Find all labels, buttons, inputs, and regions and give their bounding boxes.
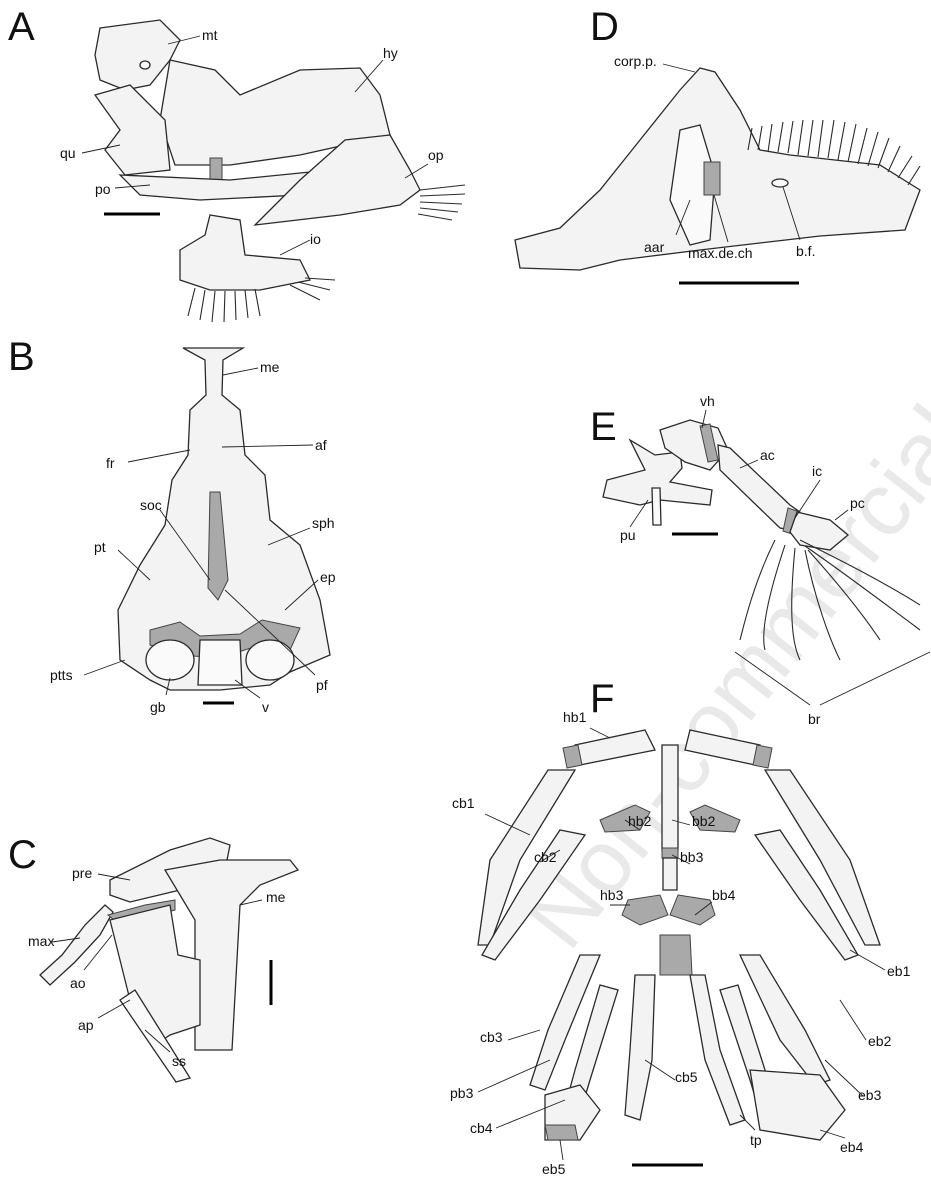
panel-f-letter: F bbox=[590, 677, 614, 721]
interopercle-bone bbox=[180, 215, 310, 290]
label-hb1: hb1 bbox=[563, 709, 587, 725]
label-pc: pc bbox=[850, 495, 865, 511]
ceratobranchial-5-left bbox=[625, 975, 655, 1120]
label-eb3: eb3 bbox=[858, 1087, 882, 1103]
label-eb5: eb5 bbox=[542, 1161, 566, 1177]
hb1-cartilage-right bbox=[753, 745, 772, 768]
label-tp: tp bbox=[750, 1132, 762, 1148]
hb3-left bbox=[622, 895, 668, 925]
panel-a-letter: A bbox=[8, 5, 35, 49]
label-ac: ac bbox=[760, 447, 775, 463]
panel-c: C pre me max ao ap ss bbox=[8, 833, 298, 1082]
label-me: me bbox=[260, 359, 280, 375]
vertebra bbox=[198, 640, 242, 685]
pubis-spine bbox=[652, 488, 661, 525]
label-cb1: cb1 bbox=[452, 795, 475, 811]
label-gb: gb bbox=[150, 699, 166, 715]
quadrate-bone bbox=[95, 85, 170, 175]
label-io: io bbox=[310, 231, 321, 247]
basibranchial-2 bbox=[662, 745, 678, 850]
label-qu: qu bbox=[60, 145, 76, 161]
gas-bladder-bulla-right bbox=[246, 640, 294, 680]
label-br: br bbox=[808, 711, 821, 727]
label-ic: ic bbox=[812, 463, 822, 479]
panel-d-letter: D bbox=[590, 5, 619, 49]
label-pt: pt bbox=[94, 539, 106, 555]
basibranchial-4 bbox=[660, 935, 692, 975]
label-op: op bbox=[428, 147, 444, 163]
panel-c-letter: C bbox=[8, 833, 37, 877]
label-pu: pu bbox=[620, 527, 636, 543]
label-pre: pre bbox=[72, 865, 92, 881]
label-ss: ss bbox=[172, 1053, 186, 1069]
label-mt: mt bbox=[202, 27, 218, 43]
label-eb2: eb2 bbox=[868, 1033, 892, 1049]
label-bb4: bb4 bbox=[712, 887, 736, 903]
label-corp-p: corp.p. bbox=[614, 53, 657, 69]
label-ap: ap bbox=[78, 1017, 94, 1033]
label-vh: vh bbox=[700, 393, 715, 409]
label-fr: fr bbox=[106, 455, 115, 471]
label-cb2: cb2 bbox=[534, 849, 557, 865]
panel-b: B me af fr soc sph pt ep ptts gb v bbox=[8, 335, 336, 715]
label-cb5: cb5 bbox=[675, 1069, 698, 1085]
label-bb3: bb3 bbox=[680, 849, 704, 865]
label-eb4: eb4 bbox=[840, 1139, 864, 1155]
label-ptts: ptts bbox=[50, 667, 73, 683]
epibranchial-4-block bbox=[750, 1070, 845, 1140]
panel-e-letter: E bbox=[590, 405, 617, 449]
label-pf: pf bbox=[316, 677, 328, 693]
label-hb2: hb2 bbox=[628, 813, 652, 829]
label-eb1: eb1 bbox=[887, 963, 911, 979]
label-hy: hy bbox=[383, 45, 398, 61]
label-sph: sph bbox=[312, 515, 335, 531]
label-bb2: bb2 bbox=[692, 813, 716, 829]
label-cb4: cb4 bbox=[470, 1120, 493, 1136]
panel-b-letter: B bbox=[8, 335, 35, 379]
label-cb3: cb3 bbox=[480, 1029, 503, 1045]
basibranchial-3 bbox=[663, 858, 677, 890]
panel-a: A mt hy qu po op io bbox=[8, 5, 465, 322]
label-max-de-ch: max.de.ch bbox=[688, 245, 753, 261]
gas-bladder-bulla-left bbox=[146, 640, 194, 680]
label-b-f: b.f. bbox=[796, 243, 815, 259]
label-v: v bbox=[262, 699, 269, 715]
eb5-cartilage bbox=[545, 1125, 578, 1140]
label-po: po bbox=[95, 181, 111, 197]
metapterygoid-foramen bbox=[140, 61, 150, 69]
hb1-cartilage-left bbox=[563, 745, 582, 768]
label-af: af bbox=[315, 437, 327, 453]
hb3-right bbox=[670, 895, 715, 925]
max-de-ch-cartilage bbox=[704, 162, 720, 195]
label-max: max bbox=[28, 933, 54, 949]
label-ep: ep bbox=[320, 569, 336, 585]
panel-d: D corp.p. aar max.de.ch b.f. bbox=[515, 5, 920, 283]
label-me-c: me bbox=[266, 889, 286, 905]
label-soc: soc bbox=[140, 497, 162, 513]
opercle-rays bbox=[418, 185, 465, 220]
label-aar: aar bbox=[644, 239, 665, 255]
label-ao: ao bbox=[70, 975, 86, 991]
bony-foramen bbox=[772, 179, 788, 187]
label-hb3: hb3 bbox=[600, 887, 624, 903]
label-pb3: pb3 bbox=[450, 1085, 474, 1101]
